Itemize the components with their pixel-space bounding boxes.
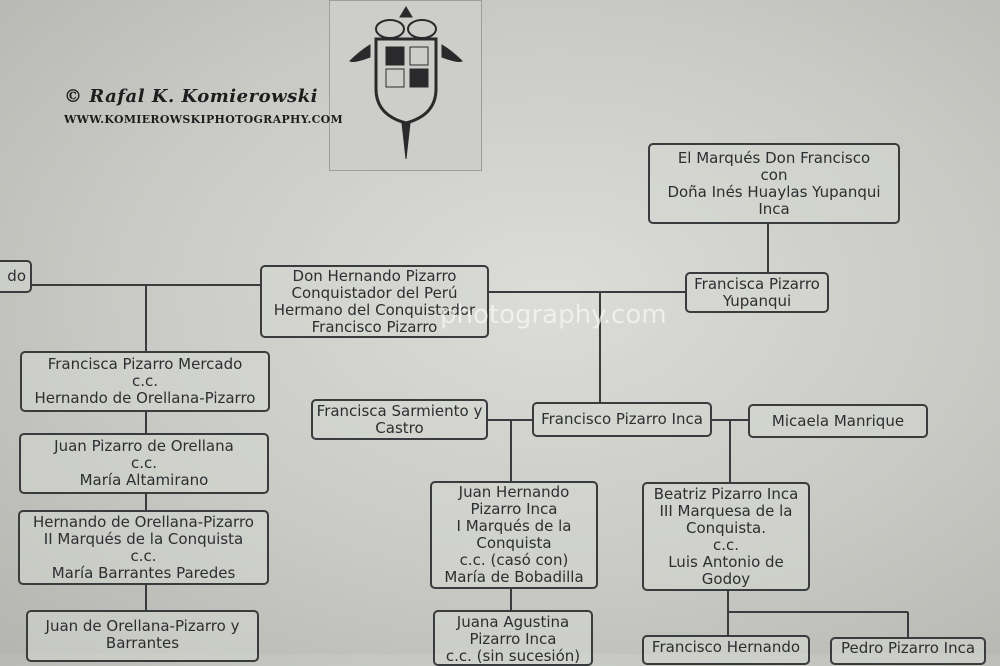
node-line: Juana Agustina xyxy=(456,613,570,631)
node-line: Luis Antonio de xyxy=(668,552,784,571)
coat-of-arms-icon xyxy=(349,6,463,160)
node-line: Castro xyxy=(375,418,424,437)
node-line: II Marqués de la Conquista xyxy=(43,529,244,548)
node-line: Francisco Hernando xyxy=(651,638,801,656)
node-line: Don Hernando Pizarro xyxy=(292,266,457,285)
photographer-url: WWW.KOMIEROWSKIPHOTOGRAPHY.COM xyxy=(64,113,343,126)
node-line: Juan de Orellana-Pizarro y xyxy=(45,617,240,635)
node-line: Godoy xyxy=(701,569,751,588)
node-line: Hernando de Orellana-Pizarro xyxy=(33,512,254,531)
node-pedro-pizarro-inca: Pedro Pizarro Inca xyxy=(830,637,986,665)
node-line: con xyxy=(760,165,788,184)
node-line: I Marqués de la xyxy=(456,517,572,535)
node-line: Conquista. xyxy=(685,518,766,537)
node-line: c.c. xyxy=(130,454,158,472)
node-line: Conquista xyxy=(476,534,552,552)
node-francisco-hernando: Francisco Hernando xyxy=(642,635,810,665)
center-watermark: photography.com xyxy=(440,300,667,330)
node-line: María Altamirano xyxy=(79,471,209,489)
node-line: Conquistador del Perú xyxy=(291,283,458,302)
node-line: Juan Pizarro de Orellana xyxy=(54,437,234,455)
node-line: María de Bobadilla xyxy=(444,568,584,586)
node-line: Barrantes xyxy=(105,634,180,652)
node-line: Hernando de Orellana-Pizarro xyxy=(34,389,256,407)
node-line: c.c. (sin sucesión) xyxy=(445,647,581,665)
node-line: Beatriz Pizarro Inca xyxy=(653,484,799,503)
node-line: Doña Inés Huaylas Yupanqui xyxy=(667,182,881,201)
node-line: do xyxy=(7,267,26,285)
node-line: Francisco Pizarro xyxy=(311,317,438,336)
node-line: Pizarro Inca xyxy=(470,500,558,518)
node-line: Francisca Pizarro Mercado xyxy=(47,355,243,373)
node-line: Pedro Pizarro Inca xyxy=(840,639,976,657)
node-hernando-left: do xyxy=(0,260,32,293)
node-line: Francisca Sarmiento y xyxy=(316,401,483,420)
node-line: Yupanqui xyxy=(722,291,792,310)
node-line: Francisca Pizarro xyxy=(694,274,820,293)
node-line: c.c. (casó con) xyxy=(459,551,569,569)
node-line: c.c. xyxy=(131,372,159,390)
node-line: c.c. xyxy=(712,535,740,554)
node-line: III Marquesa de la xyxy=(659,501,793,520)
node-line: Micaela Manrique xyxy=(771,411,905,430)
node-micaela-manrique: Micaela Manrique xyxy=(748,404,928,438)
node-line: Pizarro Inca xyxy=(469,630,557,648)
node-francisco-pizarro-inca: Francisco Pizarro Inca xyxy=(532,402,712,437)
node-line: Francisco Pizarro Inca xyxy=(541,410,703,428)
node-line: Juan Hernando xyxy=(458,483,570,501)
node-line: Hermano del Conquistador xyxy=(273,300,476,319)
node-line: El Marqués Don Francisco xyxy=(677,148,871,167)
node-line: c.c. xyxy=(130,546,157,565)
node-line: María Barrantes Paredes xyxy=(51,563,236,582)
coat-of-arms-plaque xyxy=(329,0,482,171)
node-line: Inca xyxy=(758,199,790,218)
photographer-credit: © Rafal K. Komierowski xyxy=(64,86,319,107)
